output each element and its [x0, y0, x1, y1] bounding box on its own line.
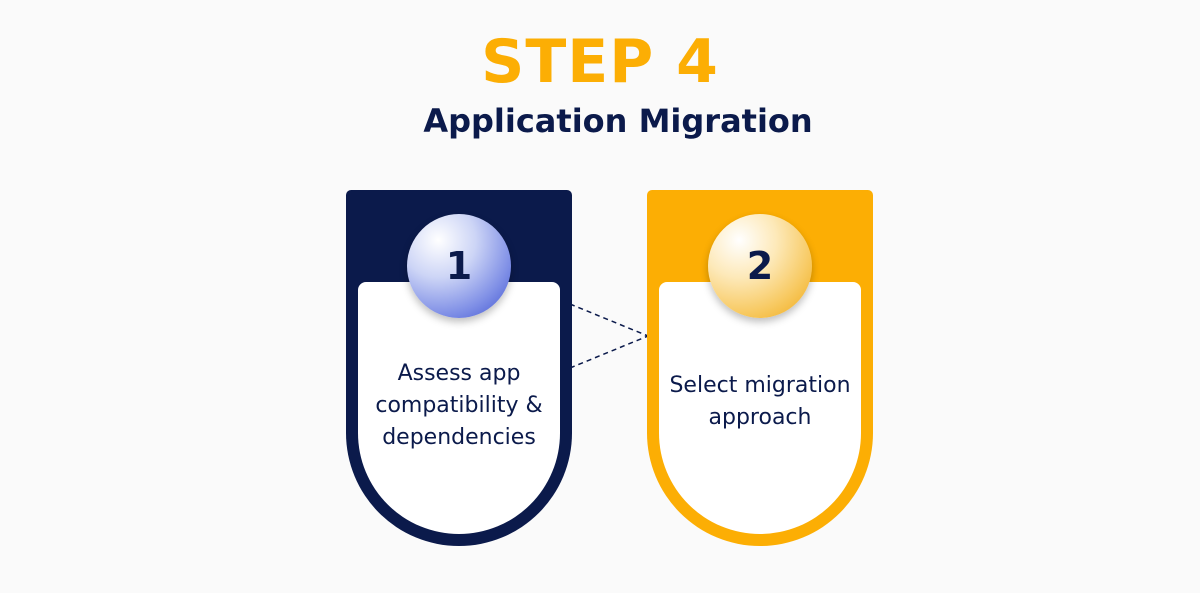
- step-card-2-line-1: Select migration: [669, 373, 851, 398]
- step-number-badge-2: 2: [708, 214, 812, 318]
- connector-line-lower: [569, 335, 649, 369]
- step-number-badge-1: 1: [407, 214, 511, 318]
- step-card-1-line-2: compatibility &: [375, 393, 543, 418]
- step-card-2-text: Select migration approach: [659, 370, 861, 434]
- step-label: STEP 4: [481, 27, 719, 97]
- step-card-2-line-2: approach: [708, 405, 812, 430]
- step-card-1-body: Assess app compatibility & dependencies: [358, 282, 560, 534]
- connector-line-upper: [569, 303, 649, 337]
- step-card-1-text: Assess app compatibility & dependencies: [358, 358, 560, 454]
- step-card-1: Assess app compatibility & dependencies …: [346, 190, 572, 546]
- dashed-connector: [569, 303, 649, 369]
- step-card-1-line-1: Assess app: [397, 361, 521, 386]
- step-card-2-body: Select migration approach: [659, 282, 861, 534]
- step-title: Application Migration: [423, 102, 813, 140]
- step-card-2: Select migration approach 2: [647, 190, 873, 546]
- step-card-1-line-3: dependencies: [382, 425, 536, 450]
